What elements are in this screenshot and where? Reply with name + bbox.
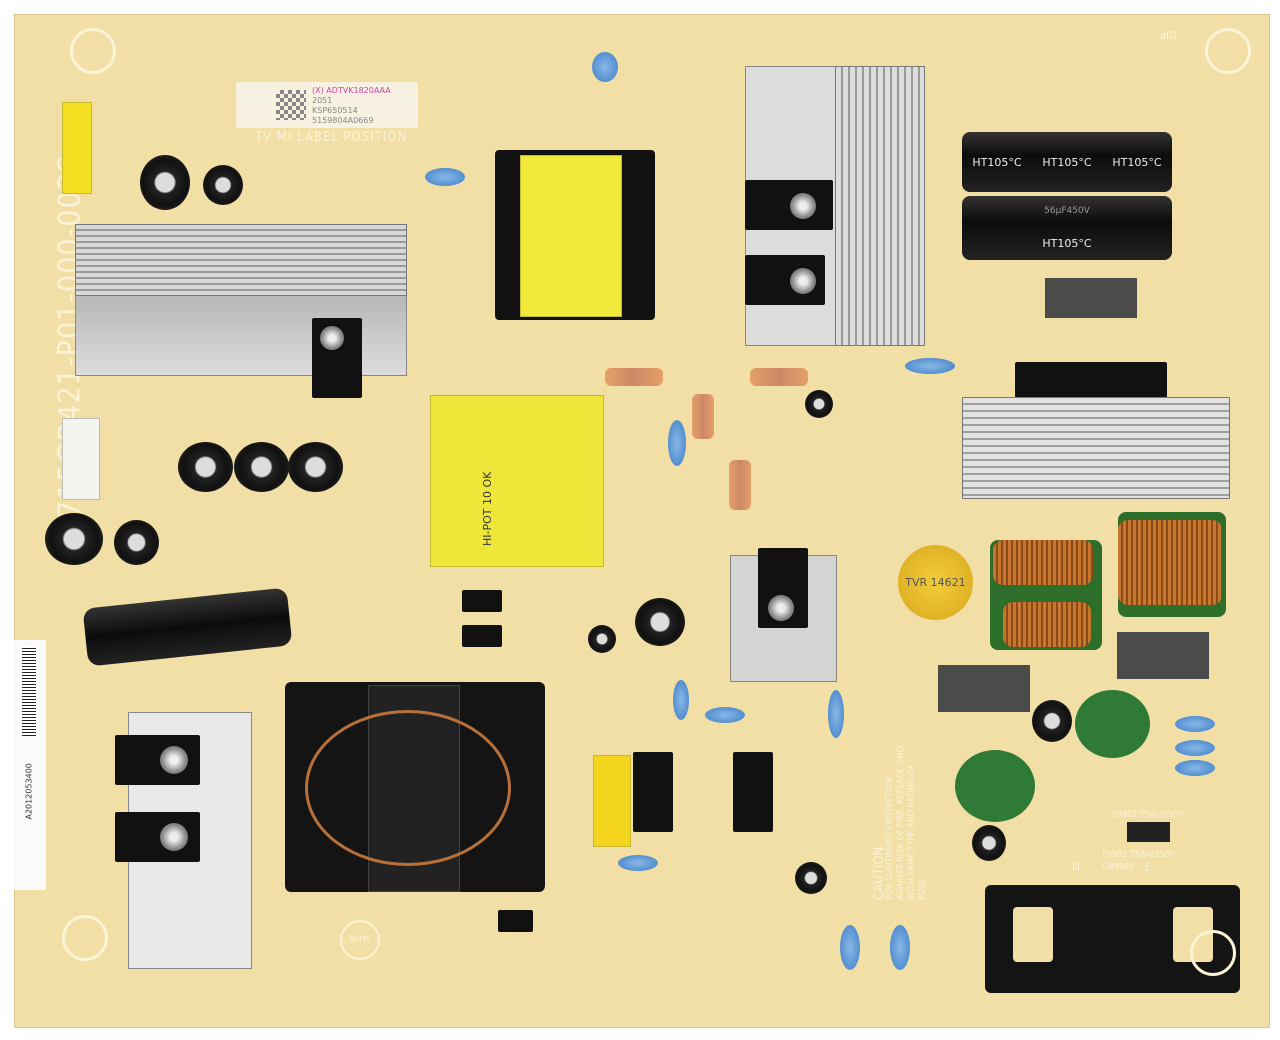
relay [1117, 632, 1209, 679]
label-position-text: TV MI LABEL POSITION [255, 130, 408, 145]
ceramic-capacitor [705, 707, 745, 723]
capacitor [234, 442, 289, 492]
relay [938, 665, 1030, 712]
screw [790, 193, 816, 219]
label-line-2: 2051 [312, 96, 333, 105]
x-capacitor [593, 755, 631, 847]
mounting-hole [70, 28, 116, 74]
relay [1045, 278, 1137, 318]
inductor [203, 165, 243, 205]
capacitor-rating: HT105°C [972, 155, 1022, 169]
connector-ref: CN9901 [1102, 862, 1135, 872]
screw [320, 326, 344, 350]
ferrite-bead [972, 825, 1006, 861]
ceramic-capacitor [592, 52, 618, 82]
hipot-text: HI-POT [481, 508, 494, 547]
resistor [729, 460, 751, 510]
inductor [1032, 700, 1072, 742]
capacitor-rating: HT105°C [1042, 236, 1092, 250]
capacitor [635, 598, 685, 646]
capacitor-value: 56µF450V [1044, 206, 1090, 217]
caution-body: FOR CONTINUED PROTECTION AGAINST RISK OF… [885, 744, 928, 900]
transistor [745, 180, 833, 230]
line-label: L [1145, 860, 1152, 874]
barcode-sticker: A2012053400 [14, 640, 46, 890]
mounting-hole [1205, 28, 1251, 74]
ceramic-capacitor [673, 680, 689, 720]
connector [62, 102, 92, 194]
ceramic-capacitor [618, 855, 658, 871]
resistor [605, 368, 663, 386]
transistor [733, 752, 773, 832]
optocoupler [498, 910, 533, 932]
capacitor [140, 155, 190, 210]
fuse-f9901-label: F9901 T5AH/250V [1102, 850, 1176, 860]
inductor [114, 520, 159, 565]
varistor: TVR 14621 [898, 545, 973, 620]
capacitor [288, 442, 343, 492]
product-label: (X) ADTVK1820AAA 2051 KSP650514 5159804A… [236, 82, 418, 128]
ceramic-capacitor [890, 925, 910, 970]
resistor [692, 394, 714, 439]
qr-code-icon [276, 90, 306, 120]
mounting-hole [62, 915, 108, 961]
thermistor [955, 750, 1035, 822]
capacitor [178, 442, 233, 492]
caution-title: CAUTION: [872, 842, 887, 900]
capacitor-rating: HT105°C [1112, 155, 1162, 169]
coil-winding [1003, 602, 1091, 647]
label-line-4: 5159804A0669 [312, 116, 374, 125]
fuse [1127, 822, 1170, 842]
capacitor [805, 390, 833, 418]
coil-winding [1118, 520, 1222, 605]
thermistor [1075, 690, 1150, 758]
transformer-tape [520, 155, 622, 317]
dip-mark: DIP [1160, 28, 1177, 41]
heatsink [962, 397, 1230, 499]
ceramic-capacitor [668, 420, 686, 466]
caution-text: CAUTION: FOR CONTINUED PROTECTION AGAINS… [872, 740, 929, 900]
screw [160, 746, 188, 774]
label-line-1: (X) ADTVK1820AAA [312, 86, 391, 95]
neutral-label: N [1072, 860, 1081, 874]
transformer: HI-POT 10 OK [430, 395, 604, 567]
optocoupler [462, 590, 502, 612]
label-line-3: KSP650514 [312, 106, 358, 115]
ceramic-capacitor [1175, 716, 1215, 732]
capacitor [45, 513, 103, 565]
copper-winding [305, 710, 511, 866]
optocoupler [462, 625, 502, 647]
mounting-hole [1190, 930, 1236, 976]
coil-winding [993, 540, 1093, 585]
rohs-mark: RoHS [340, 920, 380, 960]
ceramic-capacitor [828, 690, 844, 738]
ceramic-capacitor [840, 925, 860, 970]
transistor [633, 752, 673, 832]
fuse-f9902-label: F9902 T5AL/250V [1112, 810, 1184, 820]
hipot-ok-text: 10 OK [481, 471, 494, 505]
capacitor [588, 625, 616, 653]
screw [768, 595, 794, 621]
capacitor [795, 862, 827, 894]
heatsink-fins [75, 224, 407, 296]
screw [160, 823, 188, 851]
ceramic-capacitor [1175, 740, 1215, 756]
capacitor-rating: HT105°C [1042, 155, 1092, 169]
heatsink-fins [835, 66, 925, 346]
ceramic-capacitor [425, 168, 465, 186]
bulk-capacitor: 56µF450V HT105°C [962, 196, 1172, 260]
ceramic-capacitor [1175, 760, 1215, 776]
transistor-array [1015, 362, 1167, 398]
barcode-text: A2012053400 [24, 763, 34, 820]
screw [790, 268, 816, 294]
connector [62, 418, 100, 500]
resistor [750, 368, 808, 386]
ceramic-capacitor [905, 358, 955, 374]
bulk-capacitor: HT105°C HT105°C HT105°C [962, 132, 1172, 192]
